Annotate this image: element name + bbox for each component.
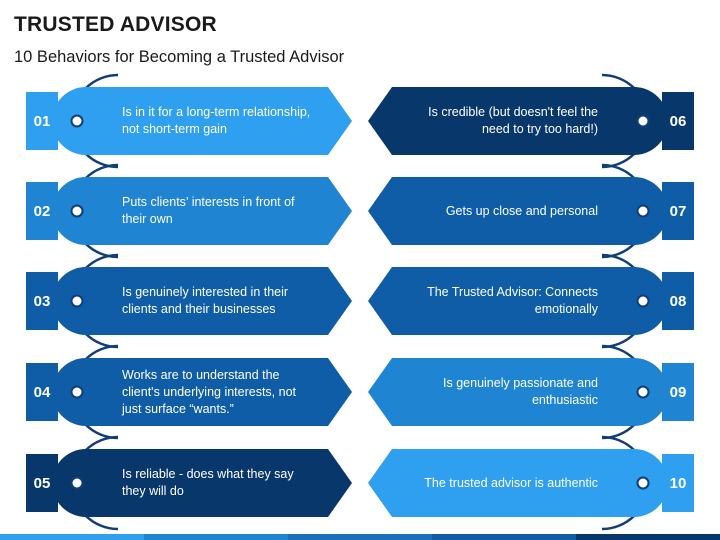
right-connector-dot-09: [636, 385, 650, 399]
right-number-tag-06: [654, 92, 694, 150]
left-item-text-04: Works are to understand the client's und…: [122, 367, 297, 416]
right-item-number-07: 07: [669, 202, 687, 220]
left-item-number-02: 02: [33, 202, 51, 220]
right-item-number-10: 10: [669, 474, 687, 492]
left-label-shape-02: [52, 177, 352, 245]
right-connector-dot-07: [636, 204, 650, 218]
right-label-shape-09: [368, 358, 668, 426]
left-item-text-05: Is reliable - does what they say they wi…: [122, 467, 294, 498]
right-number-tag-09: [654, 363, 694, 421]
left-label-shape-03: [52, 267, 352, 335]
page-title: TRUSTED ADVISOR: [14, 13, 217, 36]
left-number-tag-03: [26, 272, 66, 330]
left-number-tag-04: [26, 363, 66, 421]
right-label-shape-06: [368, 87, 668, 155]
left-connector-dot-05: [70, 476, 84, 490]
right-connector-dot-06: [636, 114, 650, 128]
right-item-text-06: Is credible (but doesn't feel the need t…: [428, 105, 598, 136]
left-connector-dot-04: [70, 385, 84, 399]
left-label-shape-05: [52, 449, 352, 517]
left-item-number-01: 01: [33, 112, 51, 130]
left-number-tag-05: [26, 454, 66, 512]
right-number-tag-07: [654, 182, 694, 240]
left-item-number-04: 04: [33, 383, 51, 401]
left-connector-dot-03: [70, 294, 84, 308]
left-label-shape-01: [52, 87, 352, 155]
right-number-tag-10: [654, 454, 694, 512]
right-item-text-08: The Trusted Advisor: Connects emotionall…: [427, 285, 598, 316]
left-item-number-05: 05: [33, 474, 51, 492]
right-label-shape-07: [368, 177, 668, 245]
left-number-tag-02: [26, 182, 66, 240]
left-number-tag-01: [26, 92, 66, 150]
left-item-number-03: 03: [33, 292, 51, 310]
right-label-shape-08: [368, 267, 668, 335]
right-label-shape-10: [368, 449, 668, 517]
left-item-text-02: Puts clients’ interests in front of thei…: [122, 195, 295, 226]
right-number-tag-08: [654, 272, 694, 330]
left-item-text-01: Is in it for a long-term relationship, n…: [122, 105, 311, 136]
right-item-text-09: Is genuinely passionate and enthusiastic: [443, 376, 598, 407]
left-connector-dot-01: [70, 114, 84, 128]
right-item-number-06: 06: [669, 112, 687, 130]
left-connector-dot-02: [70, 204, 84, 218]
right-connector-dot-10: [636, 476, 650, 490]
right-connector-dot-08: [636, 294, 650, 308]
left-item-text-03: Is genuinely interested in their clients…: [122, 285, 289, 316]
right-item-number-08: 08: [669, 292, 687, 310]
left-label-shape-04: [52, 358, 352, 426]
right-item-number-09: 09: [669, 383, 687, 401]
page-subtitle: 10 Behaviors for Becoming a Trusted Advi…: [14, 48, 345, 66]
bottom-color-bar: [0, 534, 720, 540]
right-item-text-10: The trusted advisor is authentic: [424, 475, 598, 490]
right-item-text-07: Gets up close and personal: [445, 203, 598, 218]
